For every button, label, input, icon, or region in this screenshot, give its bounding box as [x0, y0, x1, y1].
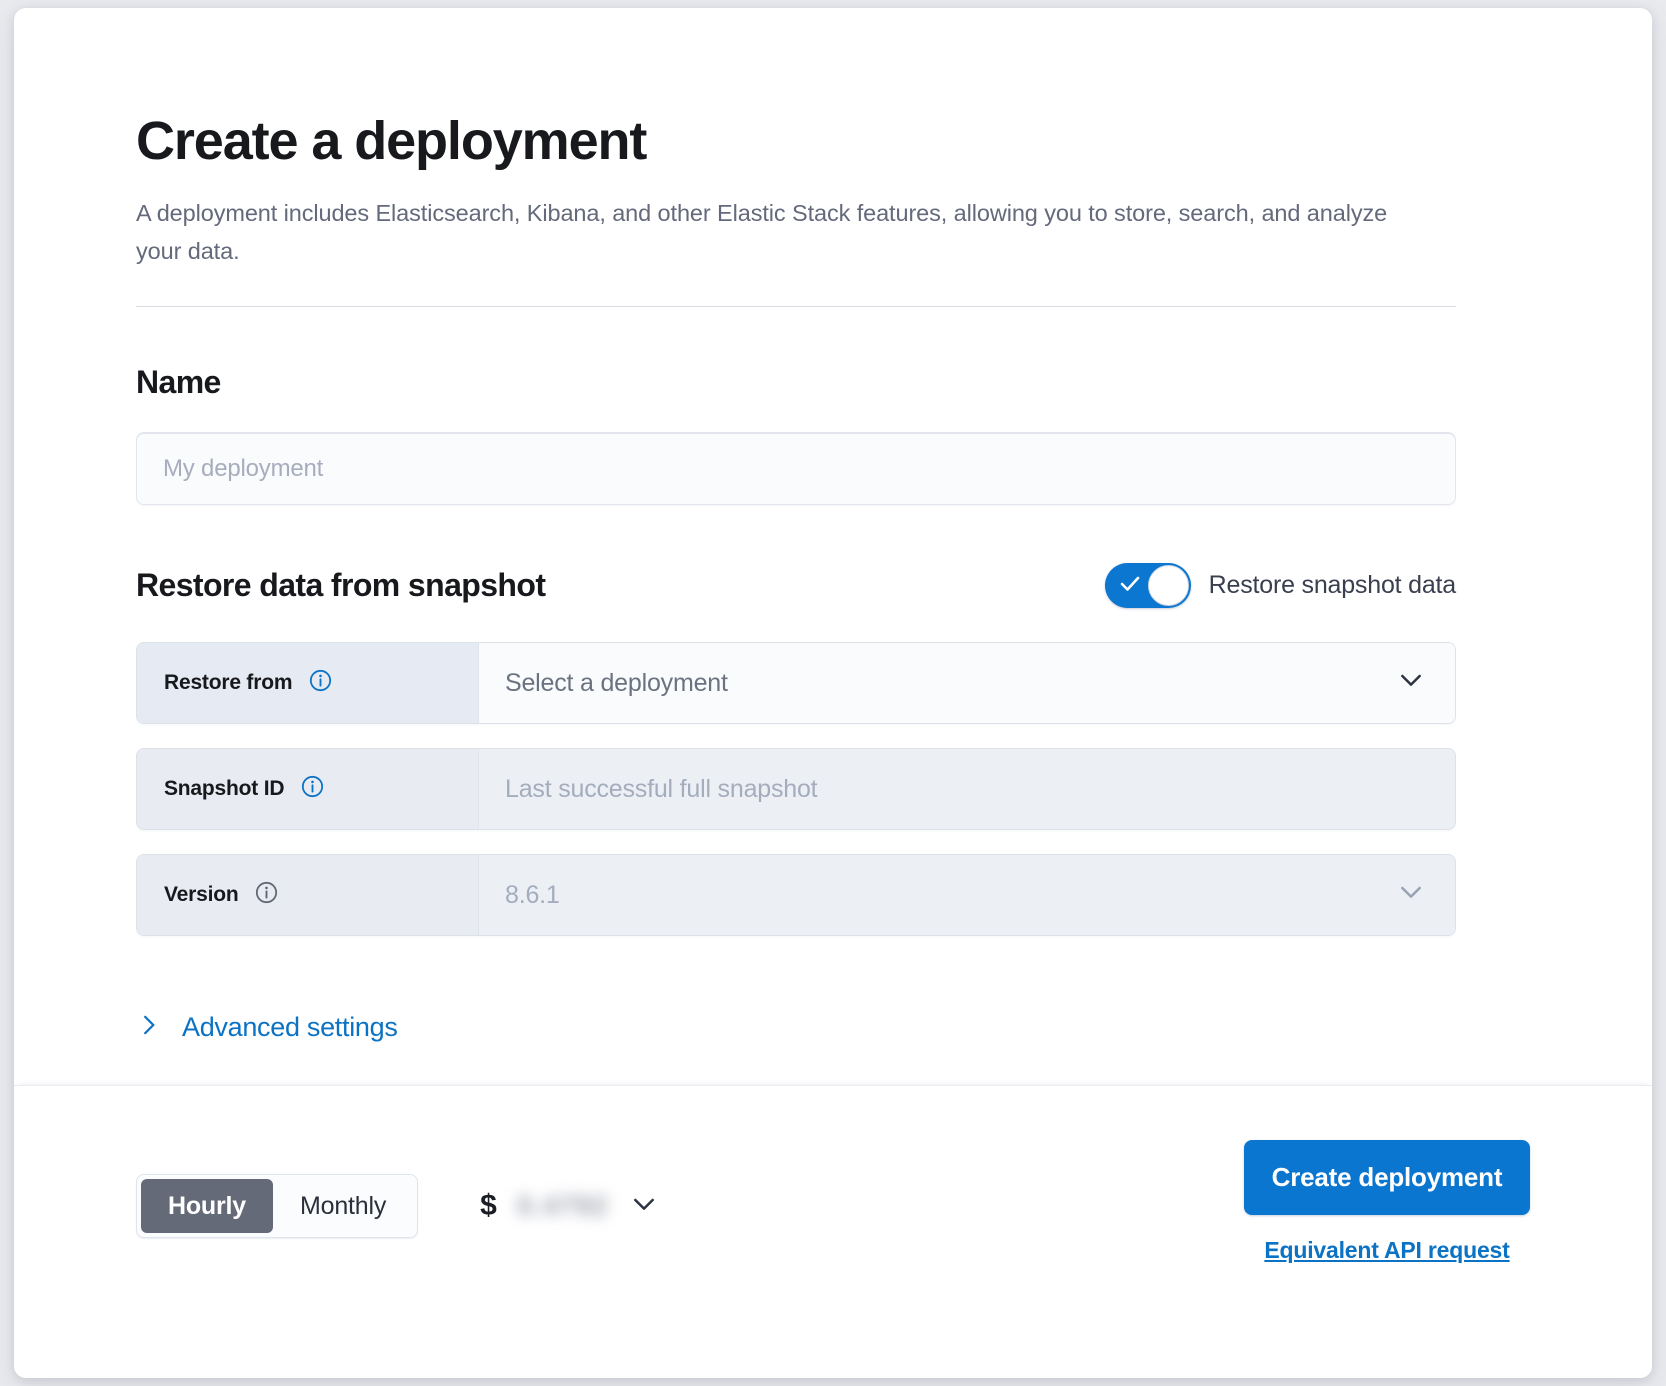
price-currency: $ — [480, 1189, 497, 1222]
footer-bar: Hourly Monthly $ 0.4792 Create deploymen… — [14, 1085, 1652, 1378]
page-title: Create a deployment — [136, 111, 647, 171]
check-icon — [1118, 571, 1142, 600]
restore-snapshot-toggle-label: Restore snapshot data — [1208, 571, 1457, 600]
create-deployment-card: Create a deployment A deployment include… — [14, 8, 1652, 1378]
version-row: Version 8.6.1 — [136, 854, 1456, 937]
snapshot-id-input[interactable]: Last successful full snapshot — [479, 749, 1455, 830]
toggle-knob — [1147, 565, 1189, 607]
billing-option-hourly[interactable]: Hourly — [141, 1179, 273, 1233]
billing-period-segmented-control[interactable]: Hourly Monthly — [136, 1174, 419, 1238]
snapshot-id-label-cell: Snapshot ID — [137, 749, 479, 830]
version-label: Version — [164, 883, 239, 907]
chevron-down-icon[interactable] — [628, 1188, 660, 1225]
deployment-name-input[interactable]: My deployment — [136, 432, 1456, 506]
create-deployment-button[interactable]: Create deployment — [1244, 1140, 1530, 1215]
version-select[interactable]: 8.6.1 — [479, 855, 1455, 936]
restore-snapshot-toggle[interactable] — [1104, 563, 1191, 609]
form-container: Create a deployment A deployment include… — [136, 112, 1456, 1043]
footer-right-group: Create deployment Equivalent API request — [1244, 1140, 1530, 1264]
version-value: 8.6.1 — [505, 880, 560, 909]
name-heading: Name — [136, 364, 221, 401]
advanced-settings-toggle[interactable]: Advanced settings — [136, 1012, 398, 1043]
info-icon[interactable] — [300, 774, 325, 805]
snapshot-id-label: Snapshot ID — [164, 777, 285, 801]
advanced-settings-label: Advanced settings — [182, 1012, 398, 1043]
restore-from-select[interactable]: Select a deployment — [479, 643, 1455, 724]
page-description: A deployment includes Elasticsearch, Kib… — [136, 200, 1388, 265]
name-section: Name My deployment — [136, 364, 1456, 506]
card-body: Create a deployment A deployment include… — [14, 8, 1652, 1085]
deployment-name-placeholder: My deployment — [163, 454, 324, 482]
billing-option-monthly[interactable]: Monthly — [299, 1191, 387, 1220]
snapshot-id-row: Snapshot ID Last successful full snapsho… — [136, 748, 1456, 831]
snapshot-id-value: Last successful full snapshot — [505, 774, 818, 803]
restore-from-label-cell: Restore from — [137, 643, 479, 724]
restore-from-label: Restore from — [164, 671, 293, 695]
snapshot-section-header: Restore data from snapshot Restore snaps… — [136, 563, 1457, 609]
price-display[interactable]: $ 0.4792 — [480, 1188, 660, 1225]
info-icon[interactable] — [254, 880, 279, 911]
price-amount: 0.4792 — [516, 1190, 609, 1221]
footer-left-group: Hourly Monthly $ 0.4792 — [136, 1174, 660, 1238]
restore-from-row[interactable]: Restore from Select a deployment — [136, 642, 1456, 725]
chevron-down-icon[interactable] — [1395, 876, 1427, 915]
restore-snapshot-toggle-group[interactable]: Restore snapshot data — [1104, 563, 1457, 609]
version-label-cell: Version — [137, 855, 479, 936]
snapshot-heading: Restore data from snapshot — [136, 567, 546, 604]
equivalent-api-request-link[interactable]: Equivalent API request — [1264, 1237, 1510, 1263]
chevron-down-icon[interactable] — [1395, 664, 1427, 703]
info-icon[interactable] — [308, 668, 333, 699]
restore-from-value: Select a deployment — [505, 668, 728, 697]
header-divider — [136, 306, 1456, 308]
chevron-right-icon — [136, 1012, 162, 1043]
